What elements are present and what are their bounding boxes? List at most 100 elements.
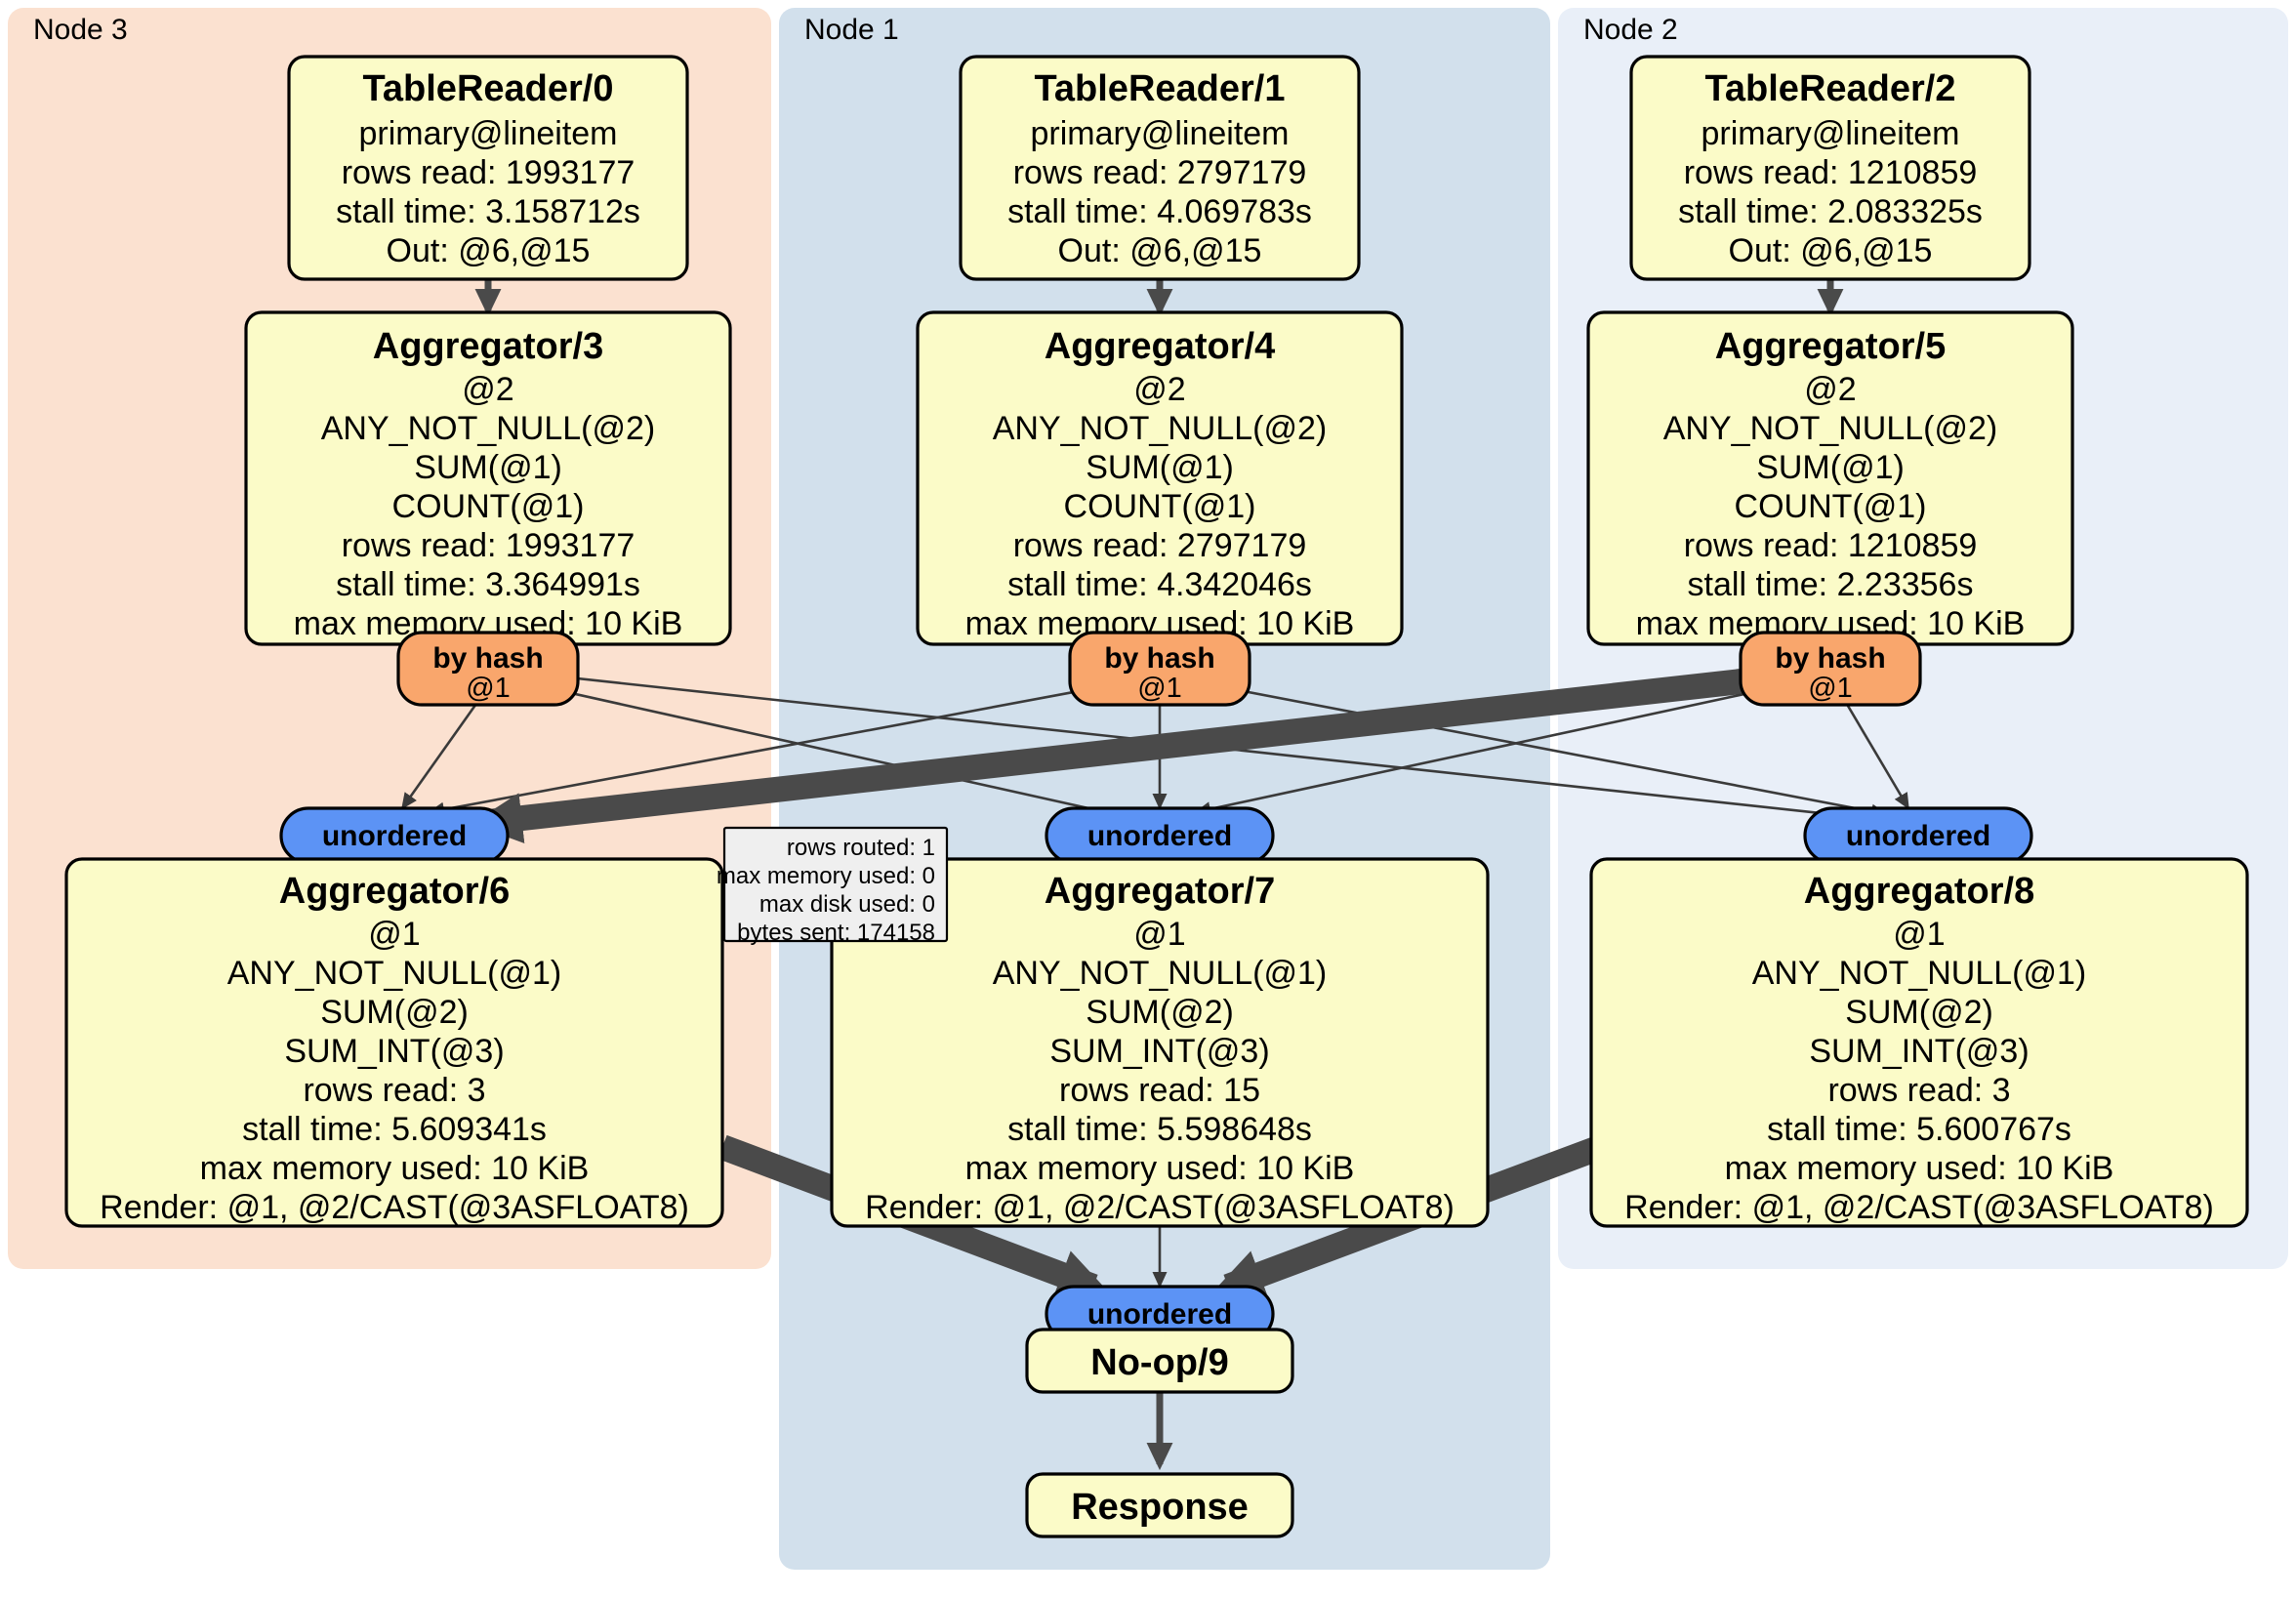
processor-detail: rows read: 1210859 xyxy=(1684,154,1978,191)
stream-stat-line: max memory used: 0 xyxy=(717,863,935,889)
processor-title: No-op/9 xyxy=(1090,1342,1228,1383)
processor-detail: primary@lineitem xyxy=(1030,115,1289,152)
router-label: by hash xyxy=(432,642,543,675)
processor-title: Aggregator/6 xyxy=(279,871,510,912)
processor-title: Aggregator/8 xyxy=(1804,871,2034,912)
stream-stat-line: max disk used: 0 xyxy=(759,891,935,918)
processor-detail: SUM_INT(@3) xyxy=(284,1033,504,1070)
synchronizer-unordered-7[interactable]: unordered xyxy=(1045,806,1275,865)
router-by-hash-5[interactable]: by hash @1 xyxy=(1739,631,1922,707)
edge-hash4-unordered6 xyxy=(428,681,1122,817)
synchronizer-unordered-9[interactable]: unordered xyxy=(1045,1285,1275,1343)
processor-detail: Out: @6,@15 xyxy=(1058,232,1262,269)
edge-hash5-unordered8 xyxy=(1843,700,1910,810)
edge-hash4-unordered8 xyxy=(1202,681,1888,819)
stream-stat-line: bytes sent: 174158 xyxy=(737,920,935,946)
processor-detail: stall time: 5.598648s xyxy=(1007,1111,1312,1148)
processor-detail: rows read: 1993177 xyxy=(342,527,636,564)
processor-aggregator-4[interactable]: Aggregator/4 @2 ANY_NOT_NULL(@2) SUM(@1)… xyxy=(916,310,1404,646)
processor-detail: max memory used: 10 KiB xyxy=(200,1150,590,1187)
router-by-hash-3[interactable]: by hash @1 xyxy=(396,631,580,707)
processor-title: Aggregator/4 xyxy=(1045,326,1275,367)
processor-detail: max memory used: 10 KiB xyxy=(965,1150,1355,1187)
router-column: @1 xyxy=(1808,673,1853,704)
processor-detail: primary@lineitem xyxy=(358,115,617,152)
processor-tablereader-0[interactable]: TableReader/0 primary@lineitem rows read… xyxy=(287,55,689,281)
processor-detail: primary@lineitem xyxy=(1701,115,1959,152)
processor-detail: SUM(@2) xyxy=(1845,994,1993,1031)
processor-detail: rows read: 1210859 xyxy=(1684,527,1978,564)
processor-detail: stall time: 2.23356s xyxy=(1688,566,1974,603)
processor-noop-9[interactable]: No-op/9 xyxy=(1025,1328,1294,1394)
processor-title: TableReader/1 xyxy=(1035,68,1286,109)
processor-aggregator-3[interactable]: Aggregator/3 @2 ANY_NOT_NULL(@2) SUM(@1)… xyxy=(244,310,732,646)
processor-detail: Out: @6,@15 xyxy=(1729,232,1933,269)
router-by-hash-4[interactable]: by hash @1 xyxy=(1068,631,1251,707)
router-column: @1 xyxy=(466,673,511,704)
processor-title: Aggregator/5 xyxy=(1715,326,1946,367)
synchronizer-label: unordered xyxy=(322,820,467,852)
processor-detail: rows read: 3 xyxy=(303,1072,485,1109)
processor-detail: @2 xyxy=(1133,371,1185,408)
edge-hash3-unordered7 xyxy=(526,681,1134,823)
processor-aggregator-5[interactable]: Aggregator/5 @2 ANY_NOT_NULL(@2) SUM(@1)… xyxy=(1586,310,2074,646)
router-label: by hash xyxy=(1104,642,1214,675)
processor-title: Aggregator/7 xyxy=(1045,871,1275,912)
processor-detail: Render: @1, @2/CAST(@3ASFLOAT8) xyxy=(100,1189,689,1226)
processor-detail: ANY_NOT_NULL(@2) xyxy=(993,410,1328,447)
edge-hash3-unordered6 xyxy=(400,700,480,810)
processor-tablereader-2[interactable]: TableReader/2 primary@lineitem rows read… xyxy=(1629,55,2031,281)
processor-aggregator-7[interactable]: Aggregator/7 @1 ANY_NOT_NULL(@1) SUM(@2)… xyxy=(830,857,1490,1228)
processor-detail: stall time: 3.364991s xyxy=(336,566,640,603)
cluster-node1-label: Node 1 xyxy=(804,14,899,46)
processor-detail: SUM(@1) xyxy=(1086,449,1234,486)
processor-title: Response xyxy=(1071,1487,1249,1528)
processor-detail: SUM(@2) xyxy=(320,994,469,1031)
processor-detail: rows read: 3 xyxy=(1827,1072,2010,1109)
processor-detail: stall time: 3.158712s xyxy=(336,193,640,230)
processor-detail: rows read: 1993177 xyxy=(342,154,636,191)
processor-detail: stall time: 5.609341s xyxy=(242,1111,547,1148)
router-column: @1 xyxy=(1137,673,1182,704)
processor-detail: COUNT(@1) xyxy=(1735,488,1927,525)
processor-detail: ANY_NOT_NULL(@2) xyxy=(1663,410,1998,447)
processor-detail: Render: @1, @2/CAST(@3ASFLOAT8) xyxy=(1624,1189,2214,1226)
processor-detail: SUM_INT(@3) xyxy=(1809,1033,2029,1070)
edge-hash5-unordered6 xyxy=(471,661,1813,843)
synchronizer-label: unordered xyxy=(1846,820,1990,852)
processor-detail: max memory used: 10 KiB xyxy=(1725,1150,2114,1187)
cluster-node2-label: Node 2 xyxy=(1583,14,1678,46)
processor-detail: Render: @1, @2/CAST(@3ASFLOAT8) xyxy=(865,1189,1455,1226)
processor-detail: SUM(@1) xyxy=(1756,449,1905,486)
processor-detail: SUM_INT(@3) xyxy=(1049,1033,1269,1070)
processor-detail: ANY_NOT_NULL(@1) xyxy=(1752,955,2087,992)
processor-aggregator-6[interactable]: Aggregator/6 @1 ANY_NOT_NULL(@1) SUM(@2)… xyxy=(64,857,724,1228)
synchronizer-unordered-6[interactable]: unordered xyxy=(279,806,510,865)
processor-detail: ANY_NOT_NULL(@1) xyxy=(227,955,562,992)
processor-response[interactable]: Response xyxy=(1025,1472,1294,1538)
router-label: by hash xyxy=(1775,642,1885,675)
processor-aggregator-8[interactable]: Aggregator/8 @1 ANY_NOT_NULL(@1) SUM(@2)… xyxy=(1589,857,2249,1228)
synchronizer-unordered-8[interactable]: unordered xyxy=(1803,806,2033,865)
processor-detail: COUNT(@1) xyxy=(1064,488,1256,525)
processor-tablereader-1[interactable]: TableReader/1 primary@lineitem rows read… xyxy=(959,55,1361,281)
processor-title: TableReader/2 xyxy=(1705,68,1956,109)
synchronizer-label: unordered xyxy=(1087,820,1232,852)
processor-detail: @1 xyxy=(1893,916,1945,953)
processor-detail: @1 xyxy=(1133,916,1185,953)
processor-detail: @2 xyxy=(462,371,513,408)
processor-detail: stall time: 4.342046s xyxy=(1007,566,1312,603)
processor-detail: @2 xyxy=(1804,371,1856,408)
processor-detail: Out: @6,@15 xyxy=(387,232,591,269)
stream-stat-line: rows routed: 1 xyxy=(787,835,935,861)
processor-detail: COUNT(@1) xyxy=(392,488,585,525)
processor-detail: rows read: 2797179 xyxy=(1013,527,1307,564)
processor-detail: @1 xyxy=(368,916,420,953)
processor-detail: SUM(@2) xyxy=(1086,994,1234,1031)
edge-hash5-unordered7 xyxy=(1194,681,1795,817)
processor-title: Aggregator/3 xyxy=(373,326,603,367)
processor-detail: rows read: 15 xyxy=(1059,1072,1260,1109)
processor-detail: stall time: 4.069783s xyxy=(1007,193,1312,230)
processor-detail: ANY_NOT_NULL(@2) xyxy=(321,410,656,447)
